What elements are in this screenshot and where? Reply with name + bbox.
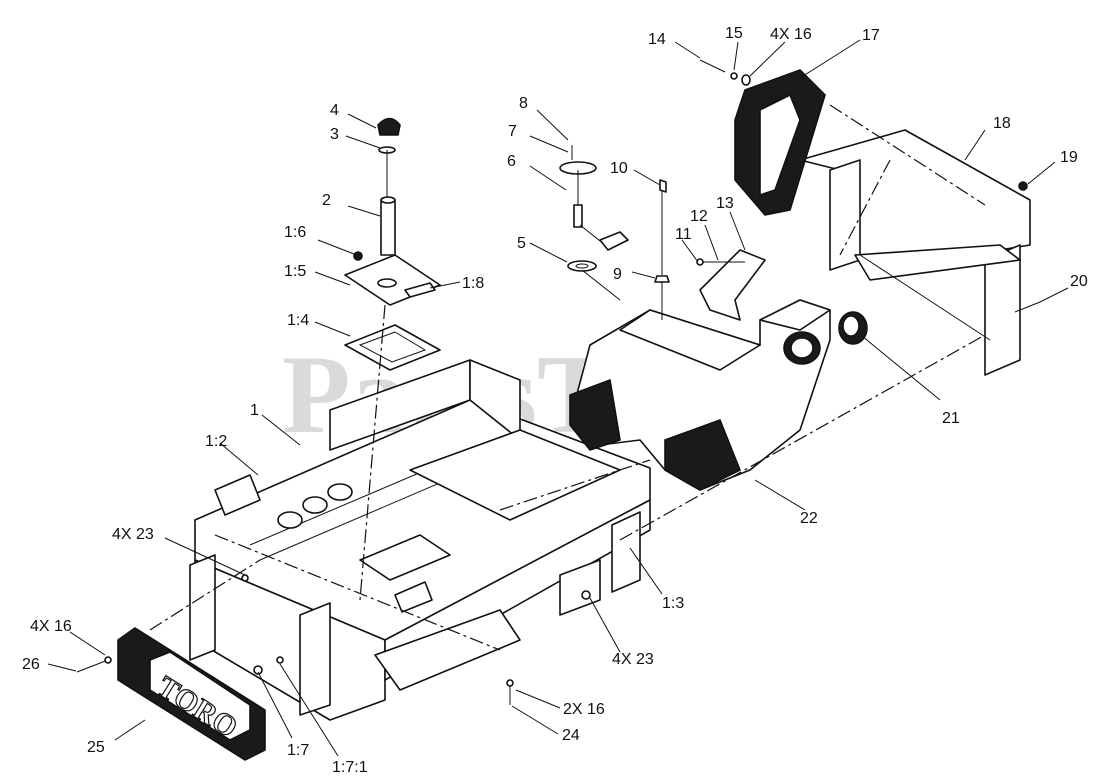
- callout-1-8: 1:8: [462, 275, 484, 292]
- callout-1-5: 1:5: [284, 263, 306, 280]
- callout-5: 5: [517, 235, 526, 252]
- gasket: [344, 324, 441, 371]
- callout-1-7-1: 1:7:1: [332, 759, 368, 776]
- callout-2x16: 2X 16: [563, 701, 605, 718]
- tank-shield: [734, 69, 826, 216]
- callout-17: 17: [862, 27, 880, 44]
- callout-7: 7: [508, 123, 517, 140]
- callout-labels: 14 15 4X 16 17 18 19 20 21 22 13 12 11 1…: [22, 25, 1088, 776]
- callout-11: 11: [675, 226, 692, 243]
- callout-13: 13: [716, 195, 734, 212]
- callout-4: 4: [330, 102, 339, 119]
- vent-tube: [654, 179, 670, 283]
- callout-18: 18: [993, 115, 1011, 132]
- fuel-sender: [559, 145, 629, 272]
- callout-25: 25: [87, 739, 105, 756]
- callout-1-4: 1:4: [287, 312, 309, 329]
- callout-4x23-right: 4X 23: [612, 651, 654, 668]
- callout-15: 15: [725, 25, 743, 42]
- callout-2: 2: [322, 192, 331, 209]
- tank-strap: [699, 249, 766, 321]
- callout-1-6: 1:6: [284, 224, 306, 241]
- callout-19: 19: [1060, 149, 1078, 166]
- callout-6: 6: [507, 153, 516, 170]
- callout-26: 26: [22, 656, 40, 673]
- mounting-plate: [344, 254, 441, 306]
- callout-3: 3: [330, 126, 339, 143]
- callout-9: 9: [613, 266, 622, 283]
- callout-21: 21: [942, 410, 960, 427]
- leader-lines: [47, 39, 1069, 757]
- callout-20: 20: [1070, 273, 1088, 290]
- fuel-cap: [838, 311, 868, 345]
- callout-14: 14: [648, 31, 666, 48]
- callout-4x16-top: 4X 16: [770, 26, 812, 43]
- callout-22: 22: [800, 510, 818, 527]
- callout-10: 10: [610, 160, 628, 177]
- fill-neck: [377, 117, 401, 256]
- callout-12: 12: [690, 208, 708, 225]
- main-frame: [189, 359, 651, 721]
- assembly-lines: [149, 104, 986, 651]
- callout-24: 24: [562, 727, 580, 744]
- fasteners: [76, 59, 1041, 705]
- tank-bracket: [799, 129, 1031, 376]
- callout-4x23-left: 4X 23: [112, 526, 154, 543]
- callout-4x16-left: 4X 16: [30, 618, 72, 635]
- callout-1-3: 1:3: [662, 595, 684, 612]
- fuel-tank: [569, 299, 831, 491]
- callout-8: 8: [519, 95, 528, 112]
- callout-1-7: 1:7: [287, 742, 309, 759]
- callout-1-2: 1:2: [205, 433, 227, 450]
- callout-1: 1: [250, 402, 259, 419]
